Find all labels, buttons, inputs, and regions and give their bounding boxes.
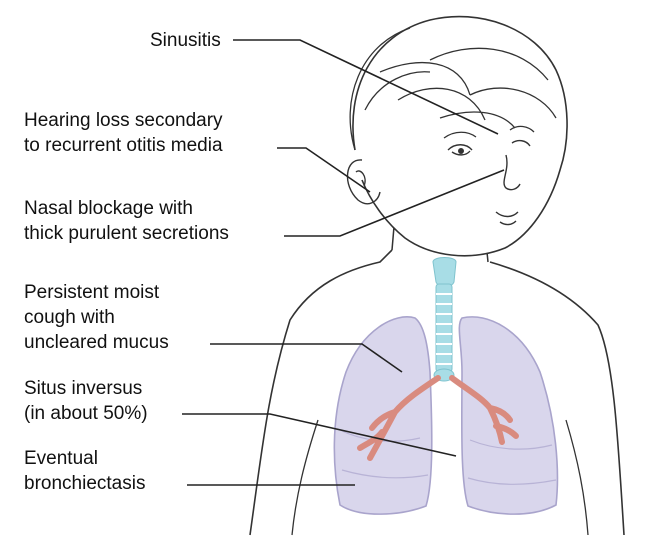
head-outline — [353, 17, 567, 256]
label-line: Sinusitis — [150, 28, 221, 53]
larynx — [433, 258, 456, 287]
label-line: Hearing loss secondary — [24, 108, 223, 133]
label-line: Eventual — [24, 446, 145, 471]
label-nasal-blockage: Nasal blockage with thick purulent secre… — [24, 196, 229, 246]
label-bronchiectasis: Eventual bronchiectasis — [24, 446, 145, 496]
label-line: to recurrent otitis media — [24, 133, 223, 158]
leader-hearing — [277, 148, 370, 192]
label-hearing-loss: Hearing loss secondary to recurrent otit… — [24, 108, 223, 158]
label-sinusitis: Sinusitis — [150, 28, 221, 53]
trachea — [436, 284, 452, 372]
label-line: Persistent moist — [24, 280, 169, 305]
label-line: uncleared mucus — [24, 330, 169, 355]
label-line: Nasal blockage with — [24, 196, 229, 221]
label-persistent-cough: Persistent moist cough with uncleared mu… — [24, 280, 169, 355]
label-line: cough with — [24, 305, 169, 330]
label-line: Situs inversus — [24, 376, 148, 401]
label-line: (in about 50%) — [24, 401, 148, 426]
label-line: bronchiectasis — [24, 471, 145, 496]
pupil-left — [458, 148, 464, 154]
label-situs-inversus: Situs inversus (in about 50%) — [24, 376, 148, 426]
label-line: thick purulent secretions — [24, 221, 229, 246]
arm-crease-left — [292, 420, 318, 535]
arm-crease-right — [566, 420, 588, 535]
